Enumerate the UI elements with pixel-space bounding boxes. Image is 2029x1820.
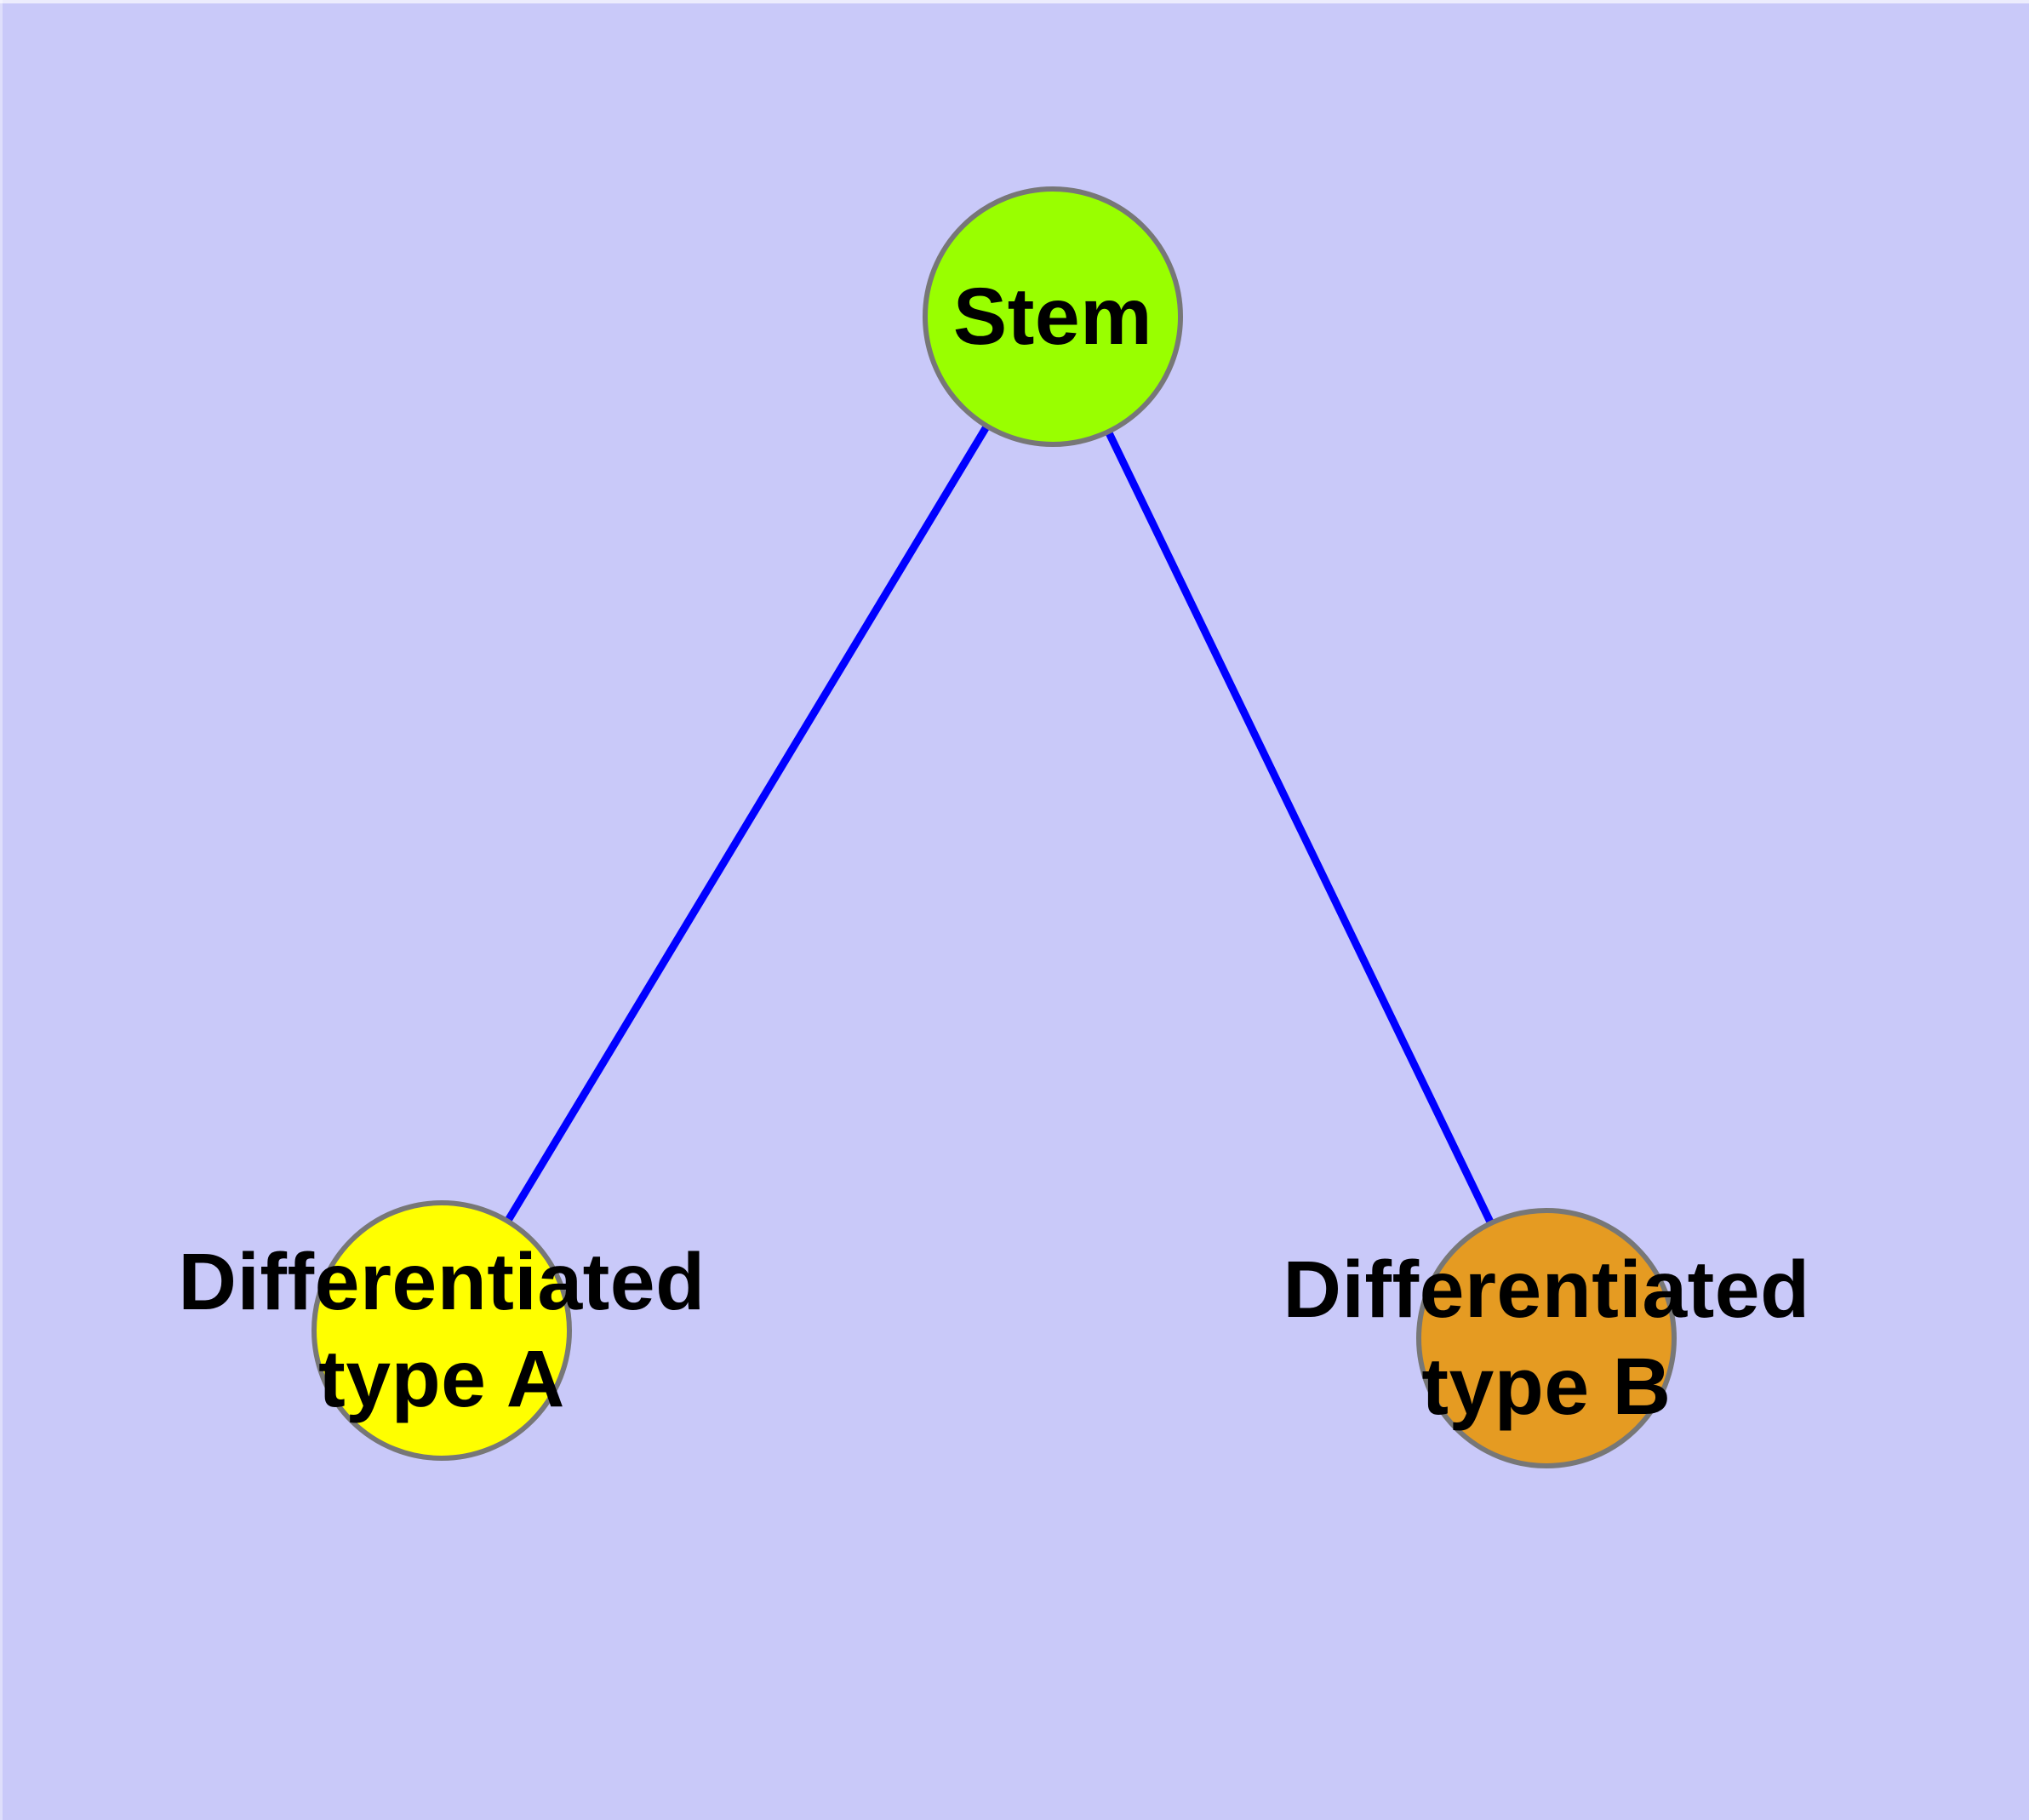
node-type-b-label: Differentiated type B xyxy=(1283,1241,1809,1435)
node-differentiated-type-a xyxy=(311,1200,572,1461)
node-type-a-label-line1: Differentiated xyxy=(178,1237,706,1327)
node-type-b-label-line1: Differentiated xyxy=(1283,1245,1810,1335)
node-type-a-label: Differentiated type A xyxy=(178,1233,705,1428)
node-type-a-label-line2: type A xyxy=(318,1334,565,1424)
window-edge-highlight-top xyxy=(0,0,2029,3)
node-stem-label-text: Stem xyxy=(952,272,1153,362)
node-stem xyxy=(923,186,1183,447)
window-edge-highlight-left xyxy=(0,0,3,1820)
node-differentiated-type-b xyxy=(1416,1208,1677,1468)
edge-stem-to-type-b xyxy=(1049,315,1551,1340)
node-type-b-label-line2: type B xyxy=(1421,1342,1672,1432)
edge-stem-to-type-a xyxy=(438,314,1056,1333)
node-stem-label: Stem xyxy=(953,268,1152,365)
